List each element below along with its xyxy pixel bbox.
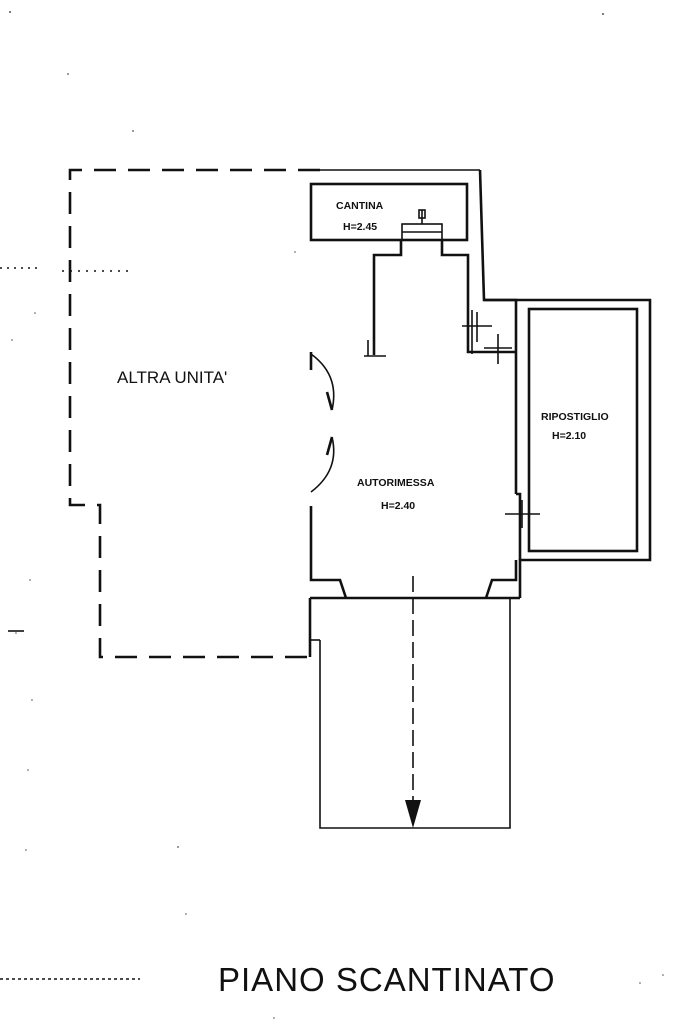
ramp-arrow <box>405 576 421 828</box>
ripostiglio-label: RIPOSTIGLIO <box>541 411 609 423</box>
scan-specks <box>0 11 664 1019</box>
walls <box>308 169 652 829</box>
stair-connector <box>364 209 443 357</box>
autorimessa-label: AUTORIMESSA <box>357 477 435 489</box>
swing-door <box>310 353 335 493</box>
crosshair-marks <box>462 310 540 528</box>
ripostiglio-height: H=2.10 <box>552 430 586 442</box>
plan-title: PIANO SCANTINATO <box>218 961 556 998</box>
altra-unita-label: ALTRA UNITA' <box>117 368 227 387</box>
autorimessa-height: H=2.40 <box>381 500 415 512</box>
cantina-label: CANTINA <box>336 200 384 212</box>
altra-unita-boundary <box>68 168 480 659</box>
cantina-height: H=2.45 <box>343 221 377 233</box>
